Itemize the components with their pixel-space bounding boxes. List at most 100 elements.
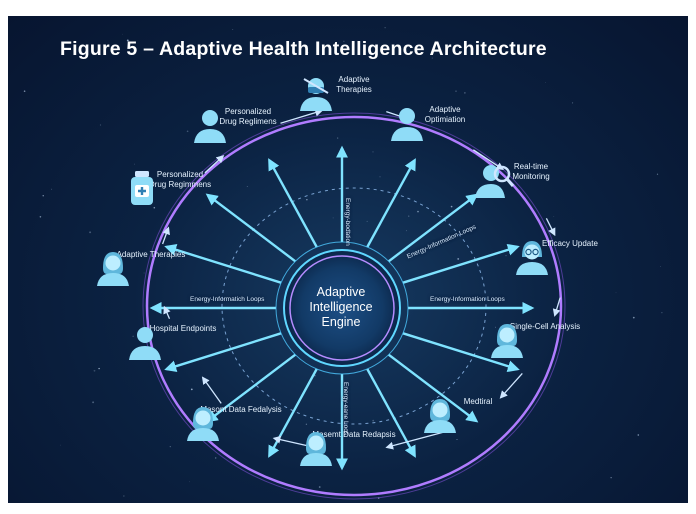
node-label: Single-Cell Analysis — [509, 322, 581, 331]
star — [214, 457, 217, 459]
spoke-arrow — [366, 158, 416, 248]
star — [545, 82, 547, 83]
person-icon — [129, 327, 161, 360]
magnifier-person-icon — [475, 165, 515, 198]
woman-icon — [491, 324, 523, 358]
star — [153, 206, 156, 209]
woman-icon — [300, 432, 332, 466]
star — [405, 230, 407, 232]
node-label: Personalized Drug Reglimens — [219, 107, 277, 126]
star — [553, 216, 555, 218]
node-10: Adaptive Therapies — [91, 248, 211, 286]
woman-icon — [424, 399, 456, 433]
spoke-arrow — [164, 332, 282, 373]
star — [366, 220, 368, 222]
flow-arrow — [280, 108, 323, 124]
star — [195, 187, 197, 189]
star — [132, 335, 134, 337]
star — [379, 176, 381, 178]
spoke-arrow — [402, 332, 520, 373]
node-12: Personalized Drug Reglimens — [188, 105, 308, 143]
star — [343, 40, 345, 42]
star — [464, 92, 466, 94]
star — [190, 388, 193, 391]
star — [337, 137, 339, 139]
star — [457, 257, 460, 260]
node-label: Medtiral — [463, 397, 493, 406]
spoke-arrow — [205, 353, 297, 423]
star — [610, 477, 612, 479]
outer-ring — [145, 115, 563, 497]
loop-label-top: Energy-bodation — [344, 198, 351, 246]
person-icon — [391, 108, 423, 141]
flow-arrow — [545, 218, 556, 237]
node-label: Personalized Drug Regimmens — [148, 170, 212, 189]
spoke-arrow — [366, 368, 416, 458]
flow-arrow — [163, 305, 171, 320]
star — [305, 423, 308, 425]
star — [632, 316, 635, 319]
spoke-arrow — [268, 158, 318, 248]
hub-core — [283, 249, 401, 367]
node-label: Adaptive Therapies — [116, 250, 186, 259]
woman-icon — [97, 252, 129, 286]
star — [306, 51, 309, 54]
node-label: Masemt Data Redapsis — [312, 430, 396, 439]
flow-arrow — [385, 431, 446, 450]
spoke-arrow — [402, 243, 520, 284]
star — [51, 188, 53, 190]
node-7: Masemt Data Redapsis — [294, 428, 414, 466]
star — [134, 163, 136, 165]
star — [431, 57, 433, 59]
node-label: Hospital Endpoints — [149, 324, 217, 333]
star — [318, 486, 321, 488]
star — [660, 266, 661, 267]
star — [60, 444, 61, 446]
node-label: Real-time Monitoring — [512, 162, 550, 181]
node-label: Adaptive Optimiation — [424, 105, 466, 124]
star — [372, 419, 375, 422]
spoke-arrow — [387, 193, 479, 263]
star — [195, 300, 197, 302]
star — [450, 205, 453, 208]
star — [332, 217, 334, 219]
flow-arrow — [552, 297, 561, 317]
star — [169, 445, 171, 448]
node-3: Real-time Monitoring — [471, 160, 591, 198]
outer-ring-glow — [142, 112, 566, 500]
star — [232, 29, 234, 30]
star — [189, 481, 190, 483]
node-11: Personalized Drug Regimmens — [120, 168, 240, 205]
woman-icon — [187, 407, 219, 441]
node-1: Adaptive Therapies — [294, 73, 414, 111]
star — [23, 90, 26, 92]
star — [306, 199, 308, 201]
star — [417, 210, 419, 213]
diagram-title: Figure 5 – Adaptive Health Intelligence … — [60, 38, 547, 60]
star — [454, 52, 456, 54]
node-label: Masont Data Fedalysis — [200, 405, 282, 414]
masked-person-icon — [300, 78, 332, 111]
star — [314, 375, 316, 377]
star — [92, 401, 95, 404]
star — [89, 231, 92, 234]
node-5: Single-Cell Analysis — [485, 320, 605, 358]
flow-arrow — [161, 226, 170, 245]
star — [42, 195, 44, 197]
spoke-arrow — [205, 193, 297, 263]
star — [122, 33, 124, 35]
star — [661, 312, 663, 314]
flow-arrow — [472, 149, 505, 171]
star — [455, 90, 457, 92]
star — [99, 124, 102, 126]
loop-label-right: Energy-Information Loops — [430, 296, 505, 303]
star — [98, 367, 100, 370]
hub-ring-outer — [275, 241, 409, 375]
star — [39, 216, 42, 218]
star — [93, 369, 96, 372]
glasses-person-icon — [516, 241, 548, 275]
star — [637, 434, 640, 436]
node-8: Masont Data Fedalysis — [181, 403, 301, 441]
node-9: Hospital Endpoints — [123, 322, 243, 360]
hub-ring-inner — [289, 255, 395, 361]
